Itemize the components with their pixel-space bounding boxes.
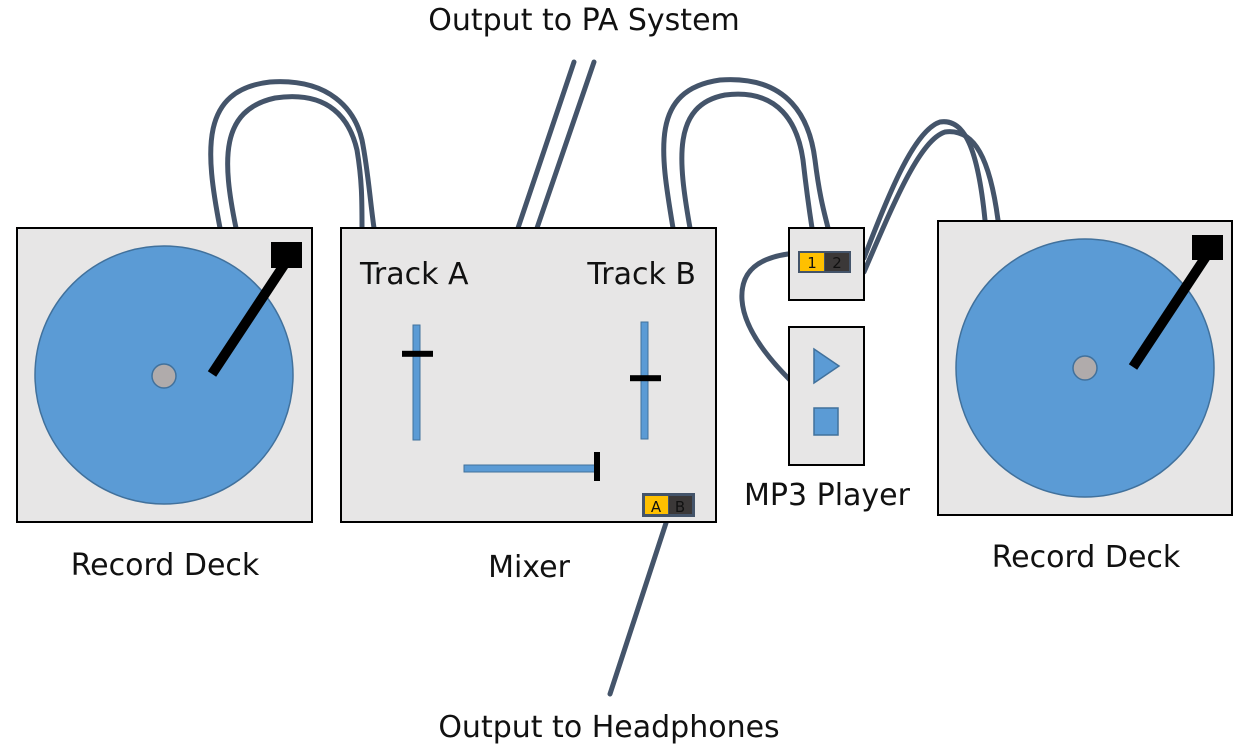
cable-mp3-to-deck-right-1 — [861, 119, 988, 261]
cable-mp3-to-deck-right-2 — [861, 129, 1001, 275]
crossfader-knob[interactable] — [594, 452, 600, 481]
switch-option-2[interactable] — [825, 253, 849, 271]
switch-option-1[interactable] — [800, 253, 824, 271]
cable-deck-left-to-mixer-2 — [225, 94, 365, 231]
record-deck-left[interactable] — [16, 227, 313, 523]
mp3-12-switch[interactable]: 1 2 — [798, 251, 851, 273]
track-a-fader-knob[interactable] — [402, 350, 433, 357]
switch-option-a[interactable] — [645, 496, 668, 514]
tonearm-pivot — [271, 242, 302, 268]
track-a-label: Track A — [359, 257, 469, 292]
switch-option-b[interactable] — [669, 496, 692, 514]
cable-mixer-to-headphones — [607, 520, 669, 697]
track-b-fader-knob[interactable] — [630, 375, 661, 382]
label-mixer: Mixer — [488, 550, 571, 585]
stop-icon[interactable] — [813, 407, 839, 436]
switch-1-label: 1 — [807, 254, 817, 272]
tonearm — [1128, 252, 1212, 370]
switch-a-label: A — [651, 498, 662, 516]
label-right-deck: Record Deck — [992, 540, 1181, 575]
cables — [208, 59, 1001, 697]
spindle — [1072, 355, 1098, 381]
cable-mp3-player-to-switch — [739, 251, 793, 383]
cable-mixer-to-pa-1 — [515, 59, 577, 231]
cable-deck-left-to-mixer-1 — [208, 79, 377, 231]
track-a-fader-track — [412, 324, 421, 441]
cable-mixer-to-mp3-2 — [679, 91, 815, 231]
switch-b-label: B — [675, 498, 685, 516]
crossfader[interactable] — [463, 452, 600, 481]
track-b-label: Track B — [586, 257, 696, 292]
label-output-pa: Output to PA System — [428, 3, 740, 38]
mp3-player — [788, 326, 865, 466]
cable-mixer-to-pa-2 — [534, 59, 597, 231]
label-output-headphones: Output to Headphones — [438, 710, 779, 745]
track-b-fader[interactable] — [630, 321, 661, 440]
mp3-source-switch: 1 2 — [788, 227, 865, 301]
mixer-ab-switch[interactable]: A B — [642, 493, 695, 517]
label-left-deck: Record Deck — [71, 548, 260, 583]
record-deck-right[interactable] — [937, 220, 1233, 516]
track-a-fader[interactable] — [402, 324, 433, 441]
cable-mixer-to-mp3-1 — [661, 77, 831, 231]
switch-2-label: 2 — [832, 254, 842, 272]
play-icon[interactable] — [813, 347, 841, 385]
tonearm — [207, 259, 291, 377]
tonearm-pivot — [1192, 235, 1223, 260]
crossfader-track — [463, 464, 598, 473]
spindle — [151, 363, 177, 389]
mixer: Track A Track B A B — [340, 227, 717, 523]
label-mp3-player: MP3 Player — [744, 478, 911, 513]
